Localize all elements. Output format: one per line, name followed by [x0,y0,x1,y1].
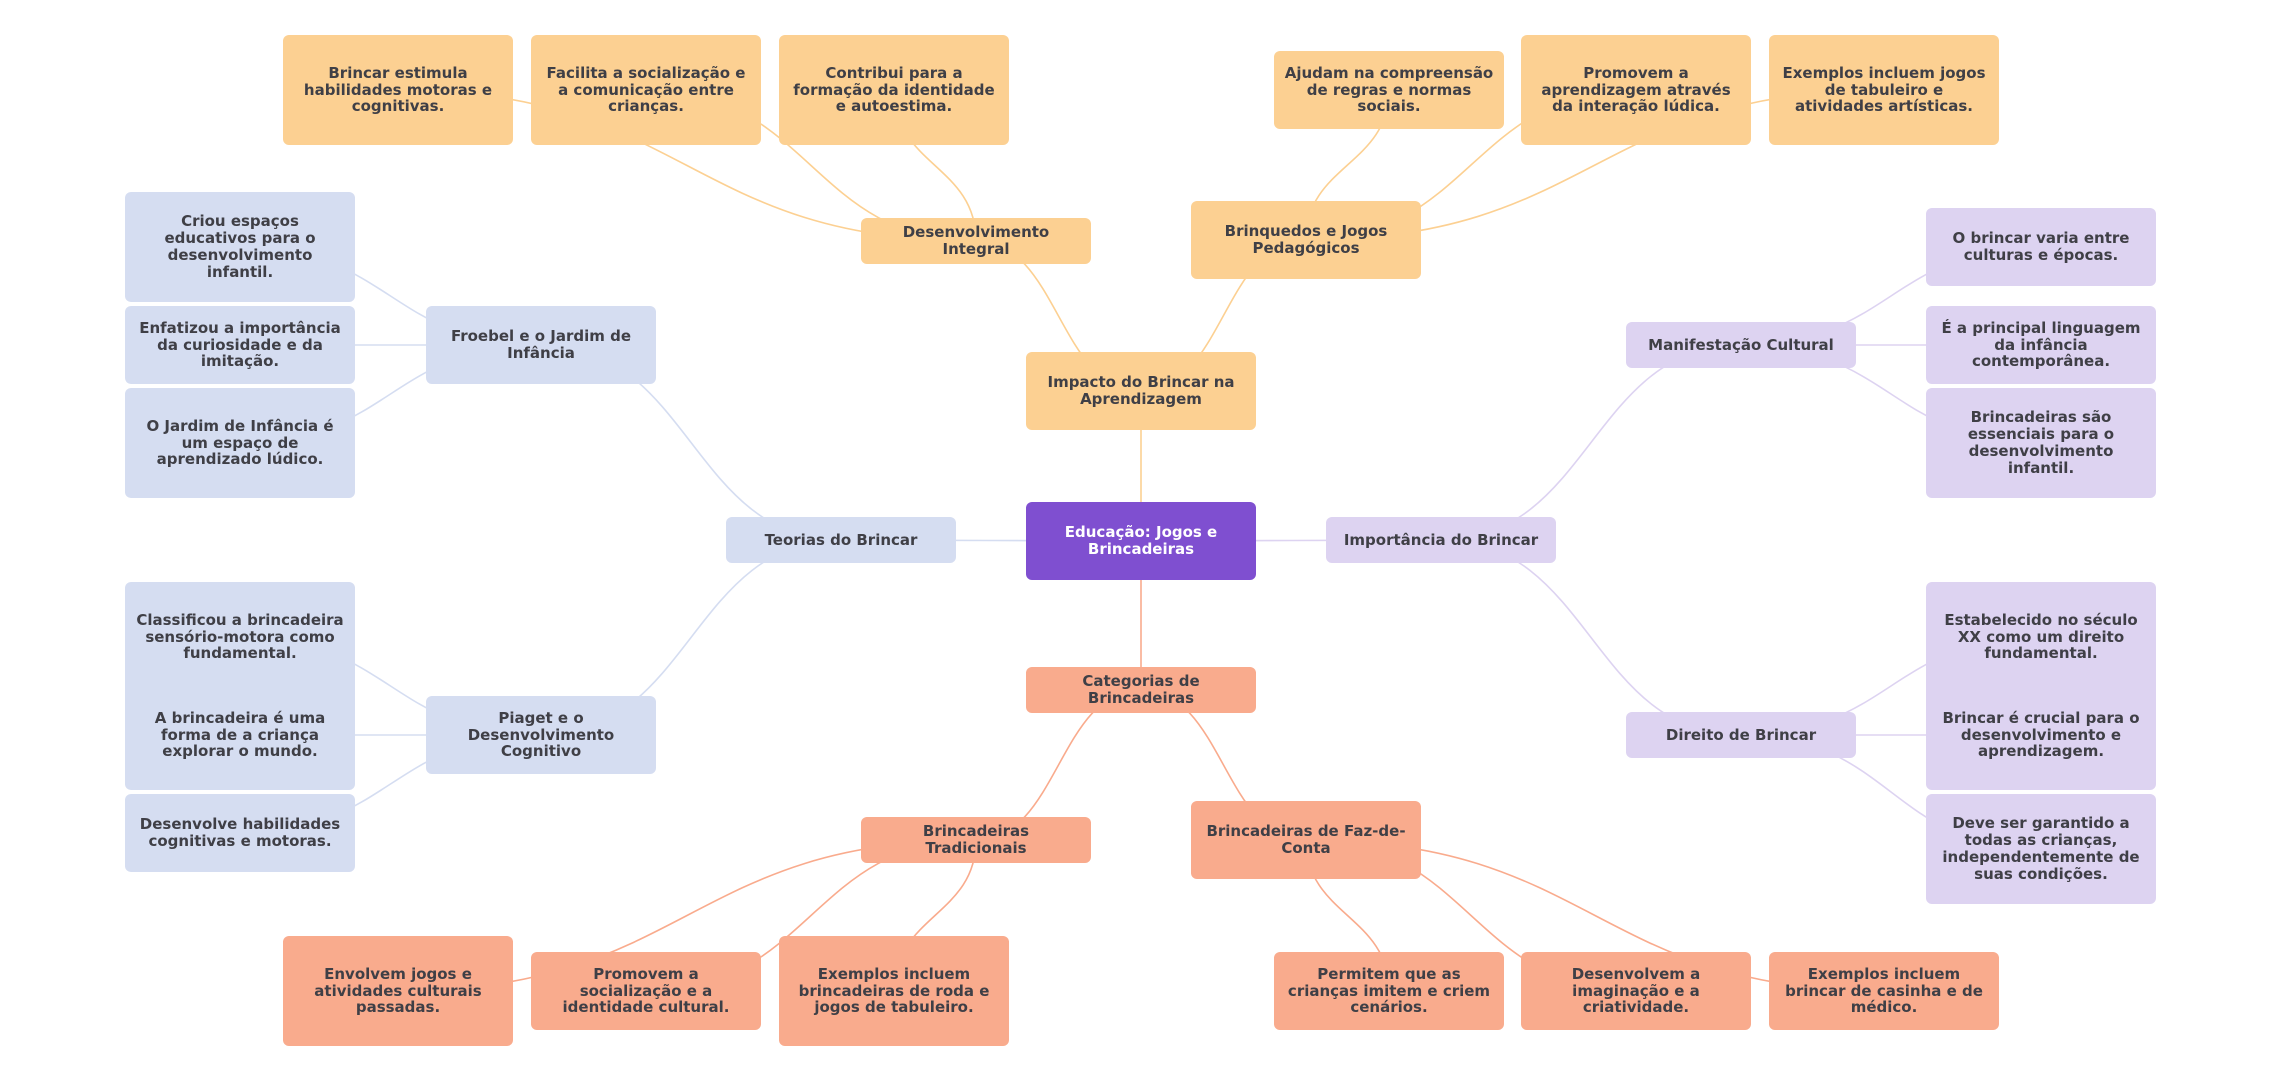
piaget-leaf-explore[interactable]: A brincadeira é uma forma de a criança e… [125,680,355,790]
traditional-leaf-socialization[interactable]: Promovem a socialização e a identidade c… [531,952,761,1030]
integral-leaf-identity[interactable]: Contribui para a formação da identidade … [779,35,1009,145]
integral-leaf-motor[interactable]: Brincar estimula habilidades motoras e c… [283,35,513,145]
traditional-leaf-examples[interactable]: Exemplos incluem brincadeiras de roda e … [779,936,1009,1046]
theories-node[interactable]: Teorias do Brincar [726,517,956,563]
toys-leaf-rules[interactable]: Ajudam na compreensão de regras e normas… [1274,51,1504,129]
connector-importance-right [1440,539,1742,736]
froebel-leaf-kindergarten[interactable]: O Jardim de Infância é um espaço de apre… [125,388,355,498]
impact-node[interactable]: Impacto do Brincar na Aprendizagem [1026,352,1256,430]
froebel-leaf-curiosity[interactable]: Enfatizou a importância da curiosidade e… [125,306,355,384]
cultural-leaf-varies[interactable]: O brincar varia entre culturas e épocas. [1926,208,2156,286]
froebel-node[interactable]: Froebel e o Jardim de Infância [426,306,656,384]
integral-leaf-socialization[interactable]: Facilita a socialização e a comunicação … [531,35,761,145]
traditional-leaf-cultural[interactable]: Envolvem jogos e atividades culturais pa… [283,936,513,1046]
toys-leaf-examples[interactable]: Exemplos incluem jogos de tabuleiro e at… [1769,35,1999,145]
froebel-leaf-spaces[interactable]: Criou espaços educativos para o desenvol… [125,192,355,302]
right-leaf-crucial[interactable]: Brincar é crucial para o desenvolvimento… [1926,680,2156,790]
pretend-play-node[interactable]: Brincadeiras de Faz-de-Conta [1191,801,1421,879]
connector-importance-cultural [1440,344,1742,541]
pretend-leaf-imitate[interactable]: Permitem que as crianças imitem e criem … [1274,952,1504,1030]
piaget-leaf-skills[interactable]: Desenvolve habilidades cognitivas e moto… [125,794,355,872]
traditional-node[interactable]: Brincadeiras Tradicionais [861,817,1091,863]
root-node[interactable]: Educação: Jogos e Brincadeiras [1026,502,1256,580]
piaget-node[interactable]: Piaget e o Desenvolvimento Cognitivo [426,696,656,774]
integral-development-node[interactable]: Desenvolvimento Integral [861,218,1091,264]
pretend-leaf-examples[interactable]: Exemplos incluem brincar de casinha e de… [1769,952,1999,1030]
cultural-leaf-language[interactable]: É a principal linguagem da infância cont… [1926,306,2156,384]
categories-node[interactable]: Categorias de Brincadeiras [1026,667,1256,713]
right-leaf-guaranteed[interactable]: Deve ser garantido a todas as crianças, … [1926,794,2156,904]
toys-leaf-learning[interactable]: Promovem a aprendizagem através da inter… [1521,35,1751,145]
piaget-leaf-sensorimotor[interactable]: Classificou a brincadeira sensório-motor… [125,582,355,692]
cultural-leaf-essential[interactable]: Brincadeiras são essenciais para o desen… [1926,388,2156,498]
right-leaf-century[interactable]: Estabelecido no século XX como um direit… [1926,582,2156,692]
pretend-leaf-imagination[interactable]: Desenvolvem a imaginação e a criatividad… [1521,952,1751,1030]
right-to-play-node[interactable]: Direito de Brincar [1626,712,1856,758]
importance-node[interactable]: Importância do Brincar [1326,517,1556,563]
toys-games-node[interactable]: Brinquedos e Jogos Pedagógicos [1191,201,1421,279]
cultural-node[interactable]: Manifestação Cultural [1626,322,1856,368]
